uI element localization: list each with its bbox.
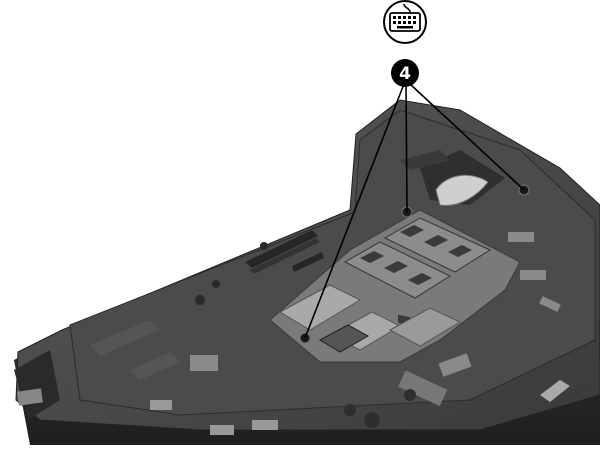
- panel-details: [90, 232, 570, 435]
- fan-assembly: [400, 150, 505, 206]
- laptop-base: [14, 99, 600, 445]
- keyboard-icon: [383, 0, 427, 44]
- memory-module-lower: [343, 241, 452, 299]
- docking-connector: [245, 230, 324, 274]
- callout-leader-lines: [304, 83, 525, 339]
- callout-badge: 4: [391, 59, 419, 87]
- callout-number: 4: [399, 64, 411, 84]
